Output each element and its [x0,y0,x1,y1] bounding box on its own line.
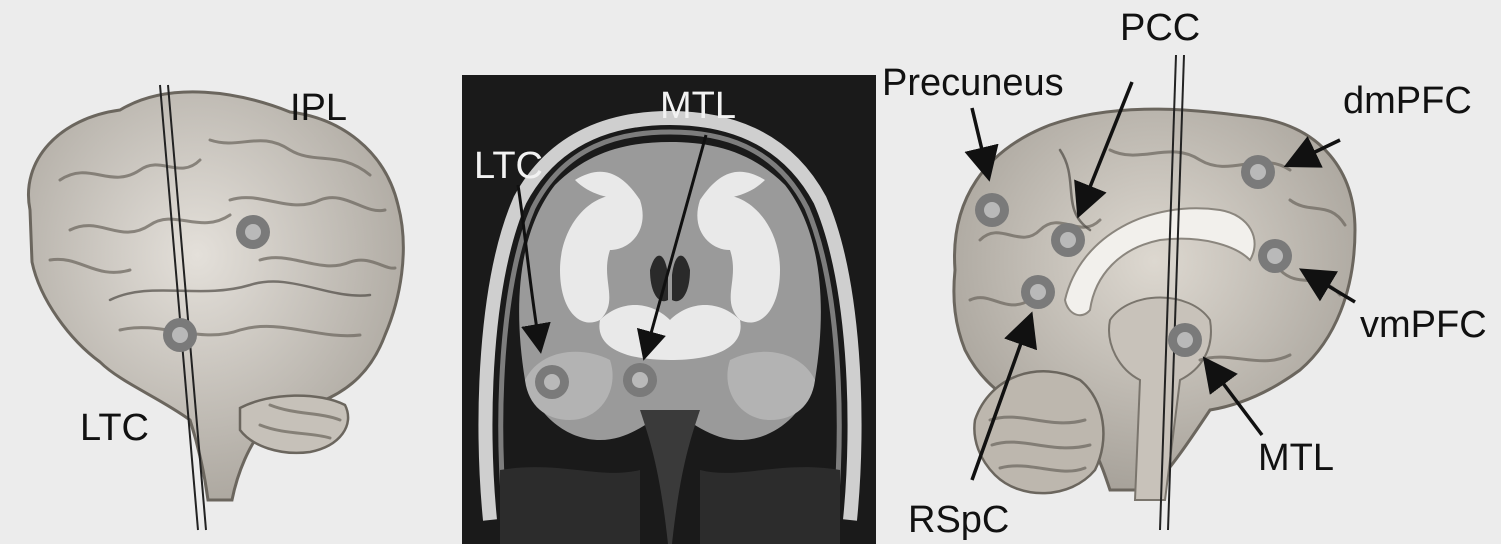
coronal-mri-panel: LTC MTL [462,75,876,544]
marker-ltc-coronal [535,365,569,399]
label-vmpfc: vmPFC [1360,304,1487,346]
marker-dmpfc [1241,155,1275,189]
marker-vmpfc [1258,239,1292,273]
label-pcc: PCC [1120,7,1200,49]
label-rspc: RSpC [908,499,1009,541]
label-precuneus: Precuneus [882,62,1064,104]
label-ipl: IPL [290,87,347,129]
marker-ltc-lateral [163,318,197,352]
marker-ipl [236,215,270,249]
marker-precuneus [975,193,1009,227]
marker-mtl-coronal [623,363,657,397]
marker-mtl-medial [1168,323,1202,357]
marker-rspc [1021,275,1055,309]
marker-pcc [1051,223,1085,257]
label-ltc-lateral: LTC [80,407,149,449]
lateral-cerebellum [240,396,348,453]
label-ltc-coronal: LTC [474,145,543,187]
label-mtl-coronal: MTL [660,85,736,127]
label-mtl-medial: MTL [1258,437,1334,479]
medial-cerebellum [974,371,1103,493]
label-dmpfc: dmPFC [1343,80,1472,122]
